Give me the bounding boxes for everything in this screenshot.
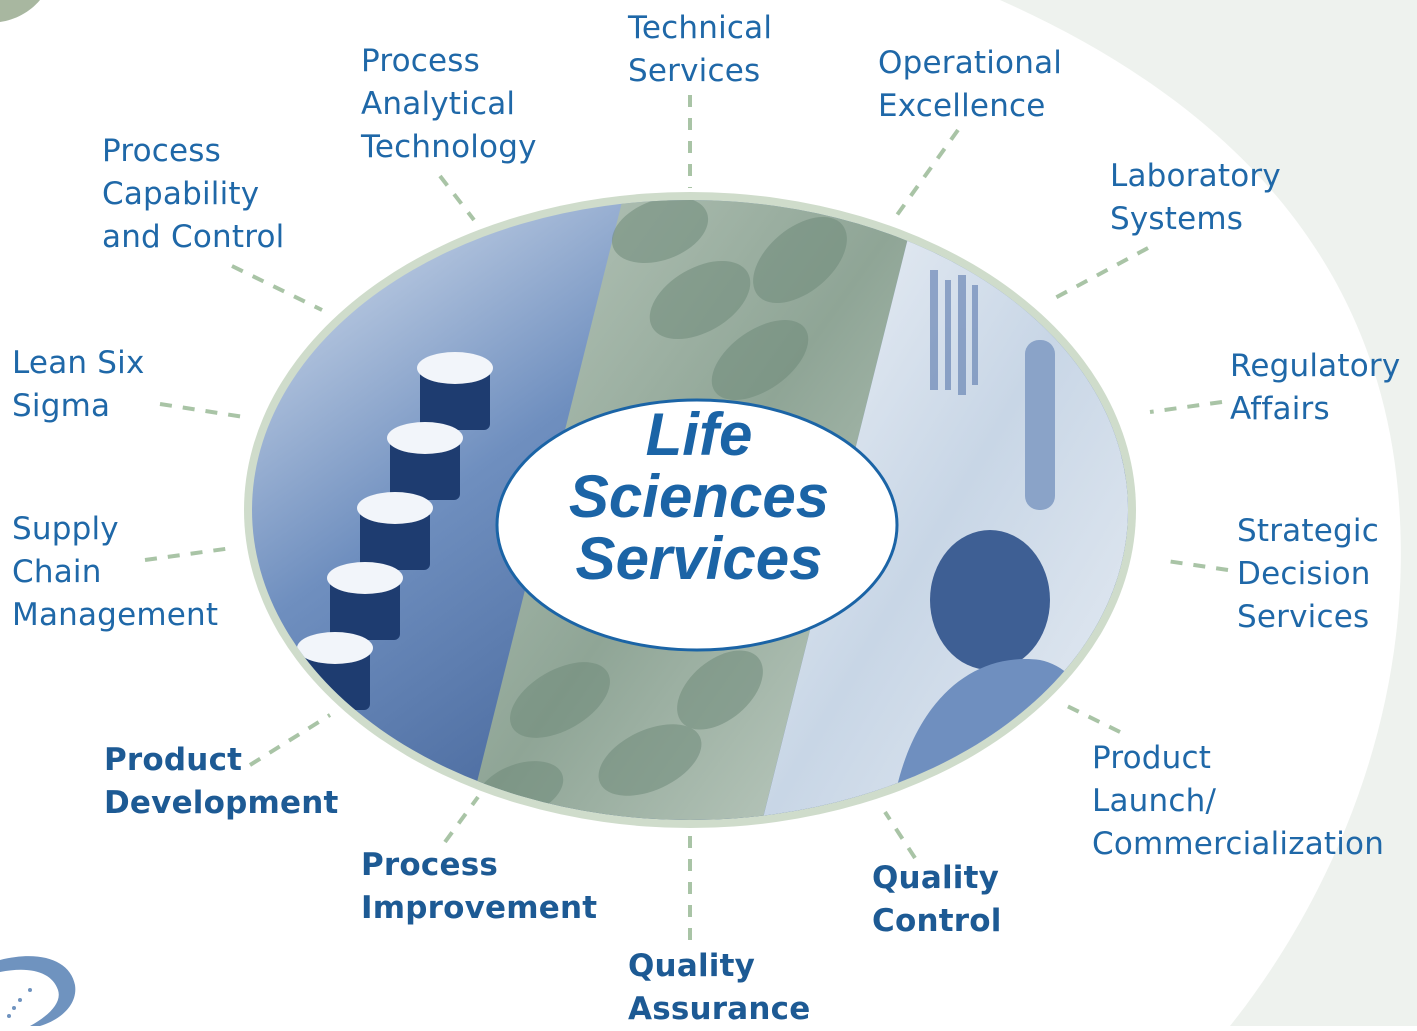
node-quality-assurance: Quality Assurance <box>628 948 811 1027</box>
spoke-process-capability <box>231 264 323 312</box>
spoke-supply-chain-management <box>144 546 233 562</box>
spoke-product-development <box>248 713 332 767</box>
spoke-operational-excellence <box>895 128 960 217</box>
center-title: Life Sciences Services <box>568 401 830 592</box>
spoke-laboratory-systems <box>1054 246 1149 300</box>
spoke-lean-six-sigma <box>159 402 245 419</box>
logo-swirl-icon <box>0 956 76 1026</box>
node-process-capability: Process Capability and Control <box>102 133 285 255</box>
spoke-strategic-decision-services <box>1159 558 1229 572</box>
node-strategic-decision-services: Strategic Decision Services <box>1237 513 1379 635</box>
node-product-launch: Product Launch/ Commercialization <box>1092 740 1385 862</box>
node-process-improvement: Process Improvement <box>361 847 598 926</box>
node-operational-excellence: Operational Excellence <box>878 45 1063 124</box>
node-lean-six-sigma: Lean Six Sigma <box>12 345 145 424</box>
node-quality-control: Quality Control <box>872 860 1002 939</box>
spoke-process-analytical-technology <box>438 174 476 222</box>
node-laboratory-systems: Laboratory Systems <box>1110 158 1281 237</box>
spoke-product-launch <box>1064 703 1121 734</box>
node-technical-services: Technical Services <box>628 10 773 89</box>
node-process-analytical-technology: Process Analytical Technology <box>361 43 537 165</box>
spoke-quality-control <box>883 810 917 860</box>
node-supply-chain-management: Supply Chain Management <box>12 511 219 633</box>
node-product-development: Product Development <box>104 742 339 821</box>
spoke-process-improvement <box>443 795 480 844</box>
node-regulatory-affairs: Regulatory Affairs <box>1230 348 1401 427</box>
